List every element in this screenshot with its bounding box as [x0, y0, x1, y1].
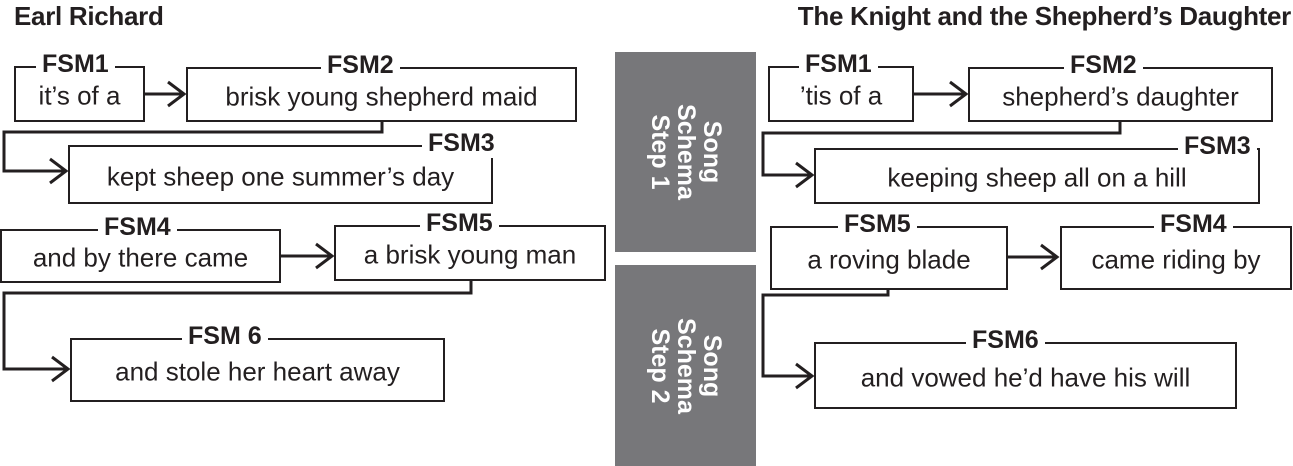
right-fsm6-box: FSM6 and vowed he’d have his will — [814, 325, 1237, 409]
fsm-label: FSM4 — [98, 212, 177, 242]
fsm-text: brisk young shepherd maid — [225, 80, 538, 111]
fsm-label: FSM6 — [966, 325, 1045, 355]
fsm-text: and by there came — [32, 242, 249, 273]
fsm-label: FSM 6 — [182, 321, 268, 351]
fsm-label: FSM5 — [838, 209, 917, 239]
step-2-label: Song Schema Step 2 — [645, 317, 726, 414]
left-fsm1-box: FSM1 it’s of a — [14, 49, 145, 122]
fsm-text: kept sheep one summer’s day — [106, 160, 455, 191]
fsm-label: FSM5 — [420, 208, 499, 238]
fsm-text: keeping sheep all on a hill — [887, 162, 1187, 193]
left-fsm4-box: FSM4 and by there came — [0, 212, 281, 283]
left-song-title: Earl Richard — [14, 1, 164, 31]
fsm-text: a roving blade — [807, 244, 971, 275]
arrow-left-fsm4-to-fsm5 — [280, 242, 335, 270]
step-1-label: Song Schema Step 1 — [645, 104, 726, 200]
fsm-text: shepherd’s daughter — [1002, 80, 1239, 111]
arrow-right-fsm1-to-fsm2 — [913, 80, 969, 108]
fsm-label: FSM2 — [321, 50, 400, 80]
right-fsm5-box: FSM5 a roving blade — [770, 209, 1008, 290]
right-song-title: The Knight and the Shepherd’s Daughter — [797, 1, 1292, 31]
fsm-text: ’tis of a — [799, 80, 883, 111]
fsm-label: FSM4 — [1154, 209, 1233, 239]
right-fsm2-box: FSM2 shepherd’s daughter — [968, 50, 1273, 122]
arrow-right-fsm5-to-fsm4 — [1007, 243, 1060, 271]
arrow-left-fsm1-to-fsm2 — [145, 80, 187, 108]
fsm-text: and stole her heart away — [115, 356, 400, 387]
right-fsm1-box: FSM1 ’tis of a — [768, 49, 914, 122]
right-fsm3-box: FSM3 keeping sheep all on a hill — [814, 131, 1260, 204]
fsm-label: FSM2 — [1064, 50, 1143, 80]
fsm-text: a brisk young man — [363, 239, 577, 270]
fsm-text: came riding by — [1091, 244, 1261, 275]
left-fsm2-box: FSM2 brisk young shepherd maid — [186, 50, 577, 122]
left-fsm3-box: FSM3 kept sheep one summer’s day — [68, 128, 501, 204]
fsm-label: FSM1 — [799, 49, 878, 79]
right-fsm4-box: FSM4 came riding by — [1060, 209, 1292, 290]
fsm-text: and vowed he’d have his will — [860, 361, 1191, 392]
fsm-text: it’s of a — [38, 80, 121, 111]
fsm-label: FSM1 — [36, 49, 115, 79]
fsm-label: FSM3 — [422, 128, 501, 158]
left-fsm5-box: FSM5 a brisk young man — [334, 208, 606, 281]
song-schema-step-2: Song Schema Step 2 — [615, 265, 756, 466]
left-fsm6-box: FSM 6 and stole her heart away — [70, 321, 445, 402]
fsm-label: FSM3 — [1178, 131, 1257, 161]
song-schema-step-1: Song Schema Step 1 — [615, 52, 756, 252]
